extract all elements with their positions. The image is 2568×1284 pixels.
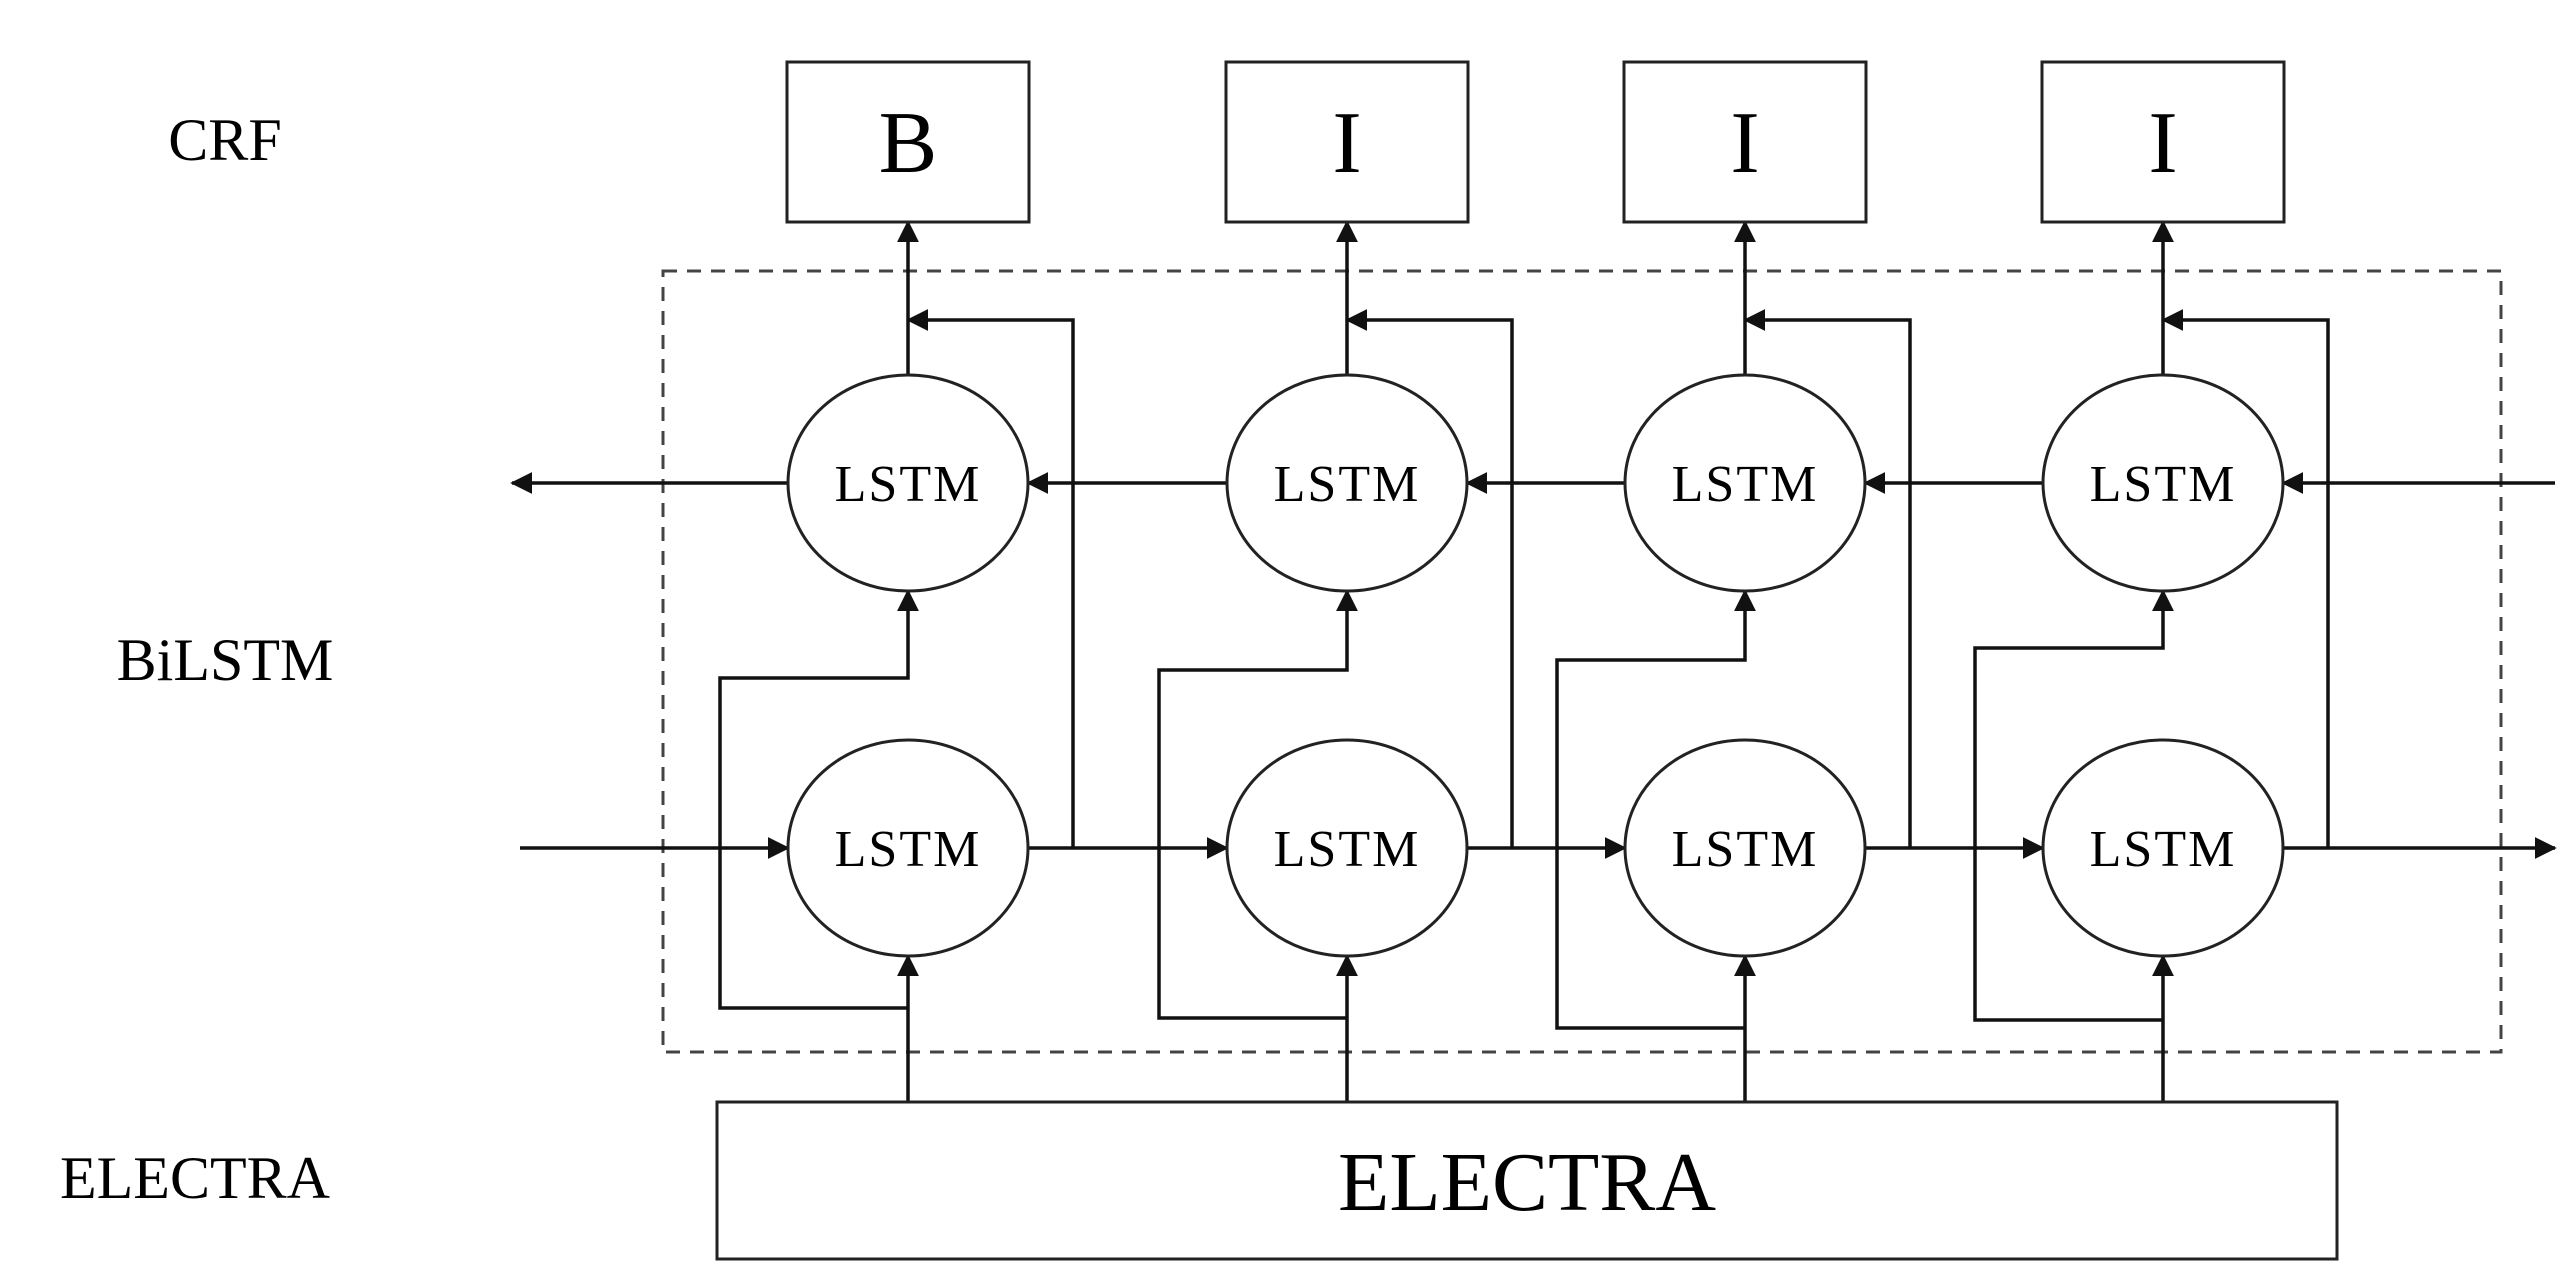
forward-lstm-label-3: LSTM bbox=[1672, 821, 1819, 878]
forward-lstm-to-output-path-4 bbox=[2161, 309, 2330, 848]
backward-lstm-cell-1 bbox=[786, 373, 1030, 593]
crf-tag-box-3 bbox=[1622, 60, 1868, 224]
forward-lstm-cell-3 bbox=[1623, 738, 1867, 958]
backward-lstm-cell-4 bbox=[2041, 373, 2285, 593]
backward-lstm-label-3: LSTM bbox=[1672, 456, 1819, 513]
bilstm-layer-label: BiLSTM bbox=[117, 627, 334, 693]
lstm-cells: LSTM LSTM LSTM LSTM LSTM LSTM LSTM LSTM bbox=[786, 373, 2285, 958]
backward-lstm-label-4: LSTM bbox=[2090, 456, 2237, 513]
forward-lstm-label-2: LSTM bbox=[1274, 821, 1421, 878]
forward-lstm-to-output-path-2 bbox=[1345, 309, 1514, 848]
forward-lstm-cell-2 bbox=[1225, 738, 1469, 958]
crf-layer-label: CRF bbox=[168, 107, 281, 173]
crf-tag-label-1: B bbox=[879, 95, 938, 192]
backward-lstm-label-1: LSTM bbox=[835, 456, 982, 513]
crf-tag-box-4 bbox=[2040, 60, 2286, 224]
backward-lstm-cell-3 bbox=[1623, 373, 1867, 593]
backward-lstm-label-2: LSTM bbox=[1274, 456, 1421, 513]
connection-wires bbox=[510, 220, 2557, 1102]
forward-lstm-label-1: LSTM bbox=[835, 821, 982, 878]
forward-lstm-to-output-path-1 bbox=[906, 309, 1075, 848]
bilstm-dashed-frame bbox=[661, 269, 2503, 1054]
electra-layer-label: ELECTRA bbox=[60, 1145, 330, 1211]
electra-to-backward-lstm-path-3 bbox=[1555, 589, 1756, 1030]
forward-lstm-label-4: LSTM bbox=[2090, 821, 2237, 878]
electra-to-backward-lstm-path-2 bbox=[1157, 589, 1358, 1020]
crf-tag-box-1 bbox=[785, 60, 1031, 224]
electra-to-backward-lstm-path-1 bbox=[718, 589, 919, 1010]
forward-lstm-to-output-path-3 bbox=[1743, 309, 1912, 848]
crf-tag-label-4: I bbox=[2148, 95, 2177, 192]
electra-encoder-box bbox=[715, 1100, 2339, 1261]
crf-tag-box-2 bbox=[1224, 60, 1470, 224]
forward-lstm-cell-4 bbox=[2041, 738, 2285, 958]
crf-tag-label-3: I bbox=[1730, 95, 1759, 192]
crf-tag-label-2: I bbox=[1332, 95, 1361, 192]
electra-encoder-label: ELECTRA bbox=[1338, 1136, 1716, 1229]
electra-to-backward-lstm-path-4 bbox=[1973, 589, 2174, 1022]
backward-lstm-cell-2 bbox=[1225, 373, 1469, 593]
forward-lstm-cell-1 bbox=[786, 738, 1030, 958]
